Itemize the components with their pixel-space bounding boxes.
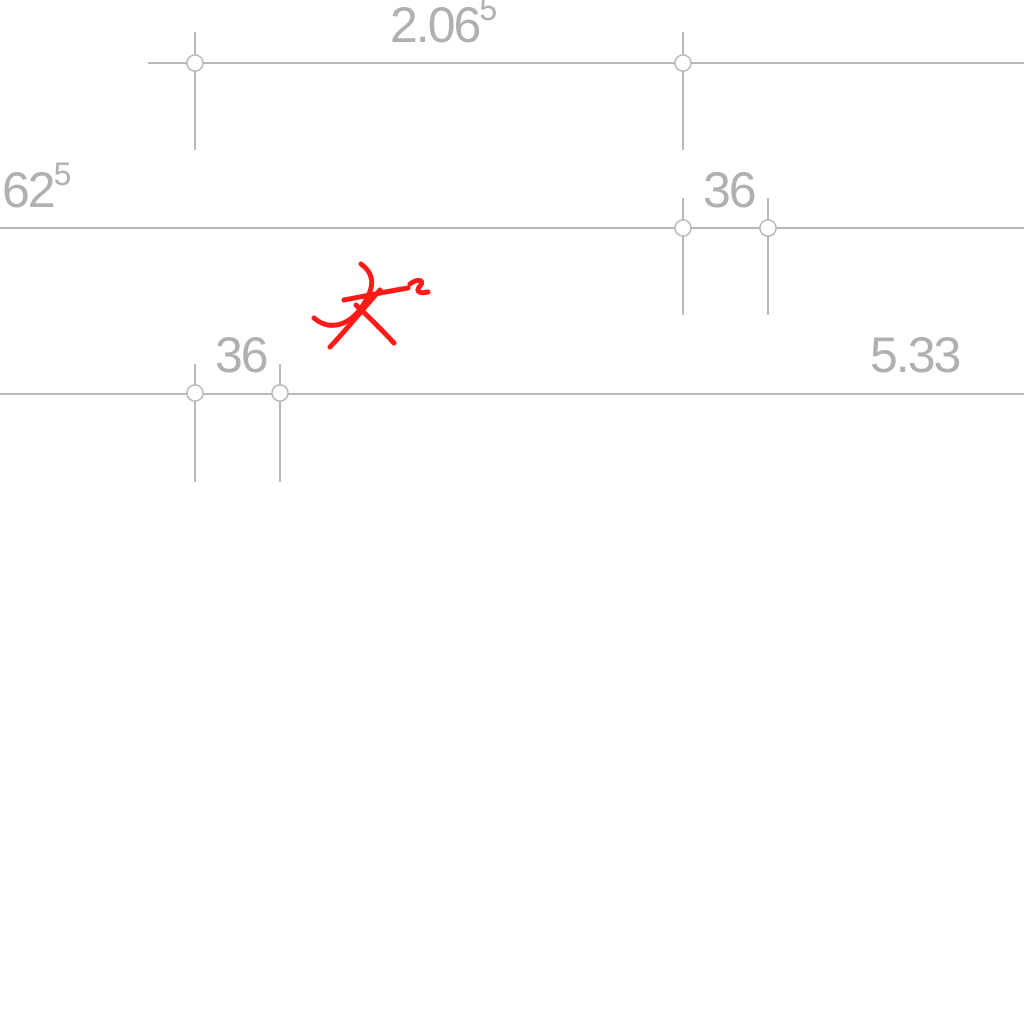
top-tick-left (186, 54, 204, 72)
left-dimension-exponent: 5 (54, 156, 71, 192)
middle-tick-left (674, 219, 692, 237)
middle-dimension: 625 36 (0, 156, 1024, 315)
red-handwritten-mark-icon (311, 261, 431, 350)
top-dimension-exponent: 5 (479, 0, 496, 27)
upper-gap-label: 36 (703, 162, 755, 218)
annotation-diagonal (327, 287, 383, 350)
lower-dimension: 36 5.33 (0, 327, 1024, 482)
lower-tick-right (271, 384, 289, 402)
lower-gap-label: 36 (215, 327, 267, 383)
annotation-leg (353, 302, 397, 346)
left-dimension-value: 62 (2, 162, 54, 218)
top-tick-right (674, 54, 692, 72)
top-dimension-value: 2.06 (390, 0, 480, 53)
top-dimension: 2.065 (148, 0, 1024, 150)
middle-tick-right (759, 219, 777, 237)
annotation-arc (311, 261, 375, 328)
lower-tick-left (186, 384, 204, 402)
top-dimension-label: 2.065 (390, 0, 496, 53)
right-dimension-label: 5.33 (870, 327, 960, 383)
left-dimension-label: 625 (2, 156, 71, 218)
annotation-superscript (407, 277, 431, 296)
